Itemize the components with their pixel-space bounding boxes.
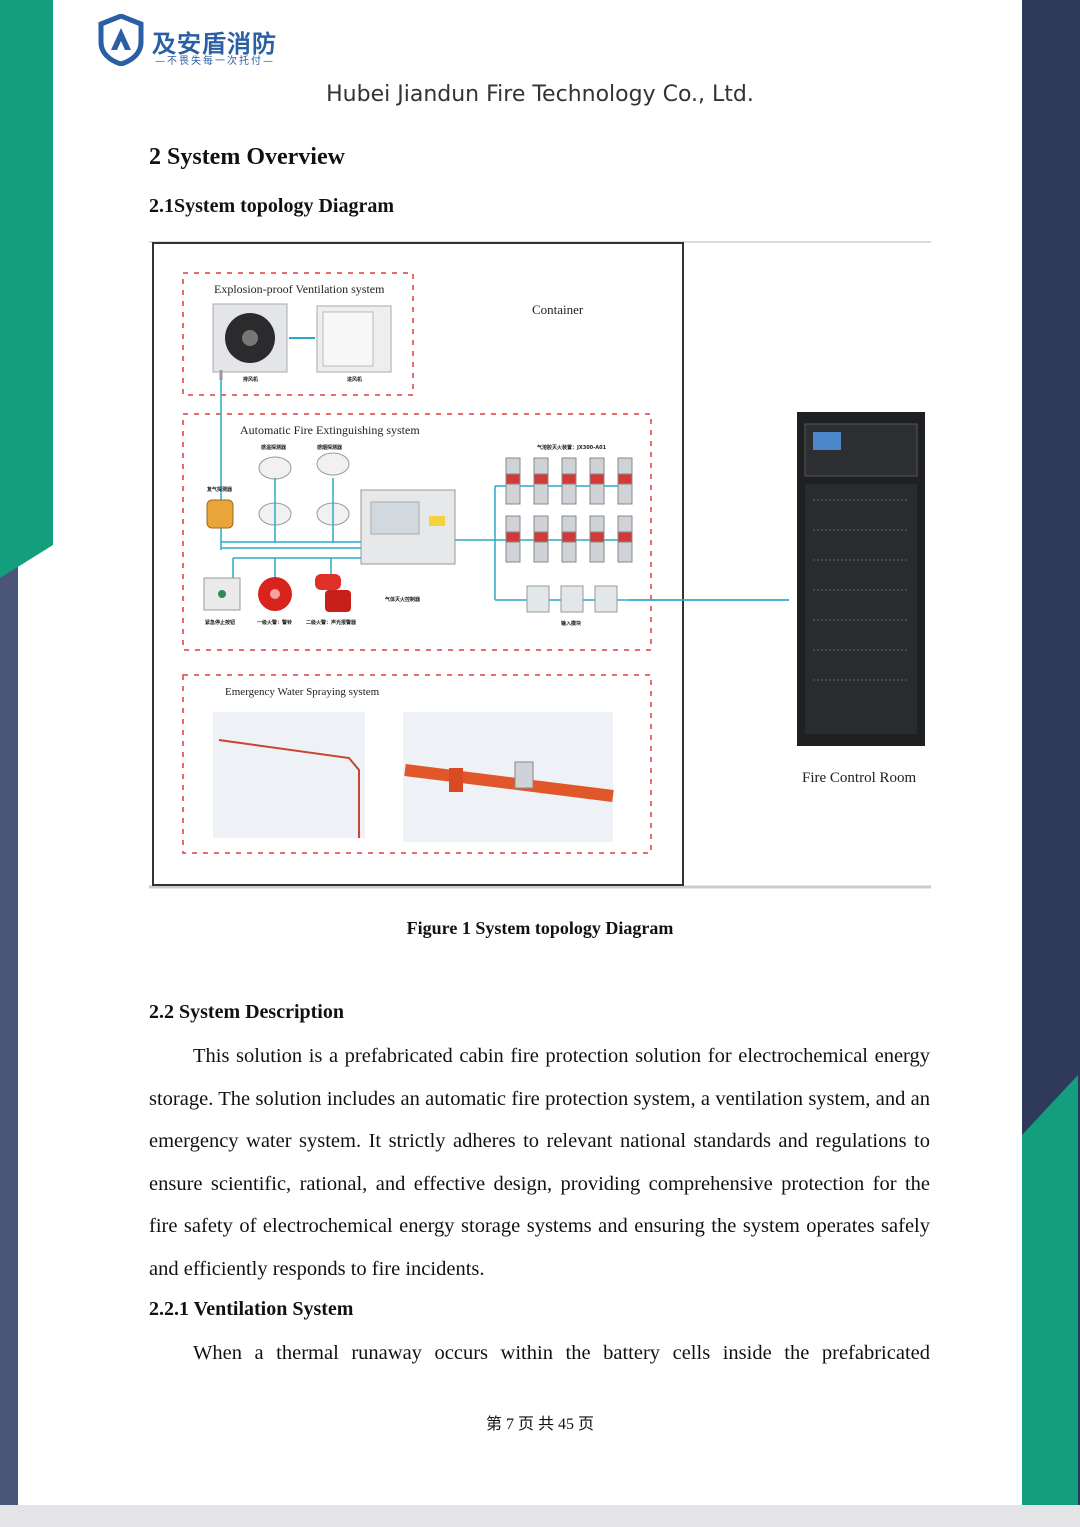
emergency-stop-label: 紧急停止按钮 [205,620,236,626]
company-name: Hubei Jiandun Fire Technology Co., Ltd. [326,82,754,107]
ventilation-system-label: Explosion-proof Ventilation system [214,282,385,296]
section-title: 2 System Overview [149,144,345,170]
subsection-topology-title: 2.1System topology Diagram [149,195,394,217]
logo-wordmark: 及安盾消防 [152,30,277,58]
temperature-detector-icons [258,456,292,526]
sprinkler-pipe-image-2 [403,712,614,842]
gas-detector-label: 复气探测器 [207,487,233,493]
exhaust-fan-label: 排风机 [243,377,259,383]
container-label: Container [532,302,584,317]
fire-control-panel-icon [360,489,456,565]
page-number: 第 7 页 共 45 页 [485,1416,594,1433]
description-paragraph: This solution is a prefabricated cabin f… [149,1045,930,1280]
shield-logo-icon [98,14,144,66]
right-decor-band [1022,0,1080,1527]
intake-fan-icon [316,305,392,373]
strobe-alarm-label: 二级火警：声光报警器 [306,620,357,626]
logo-slogan: —不畏失每一次托付— [155,56,275,67]
description-title: 2.2 System Description [149,1001,344,1023]
alarm-bell-icon [258,577,292,611]
bottom-decor-band [0,1505,1080,1527]
ventilation-title: 2.2.1 Ventilation System [149,1298,354,1320]
smoke-detector-icons [316,452,350,526]
fire-control-room-label: Fire Control Room [802,770,917,786]
exhaust-fan-icon [212,303,288,380]
input-module-label: 输入模块 [561,621,582,627]
input-module-icons [526,585,618,613]
fire-control-cabinet-icon [797,412,925,746]
strobe-alarm-icon [315,574,351,612]
auto-fire-system-label: Automatic Fire Extinguishing system [240,423,420,437]
alarm-bell-label: 一级火警：警铃 [257,620,293,626]
extinguisher-device-label: 气溶胶灭火装置：JX300-A01 [537,445,607,451]
figure-caption: Figure 1 System topology Diagram [406,918,674,938]
sprinkler-pipe-image-1 [213,712,365,838]
intake-fan-label: 进风机 [347,377,363,383]
left-teal-band [0,0,53,578]
ventilation-paragraph: When a thermal runaway occurs within the… [193,1342,930,1364]
smoke-detector-label: 感烟探测器 [317,445,343,451]
temperature-detector-label: 感温探测器 [261,445,287,451]
topology-diagram: Explosion-proof Ventilation system Conta… [149,240,931,890]
emergency-stop-button-icon [203,577,241,611]
aerosol-extinguisher-icons [505,457,633,563]
gas-detector-icon [206,499,234,529]
water-spraying-label: Emergency Water Spraying system [225,686,380,698]
control-panel-label: 气体灭火控制器 [385,597,421,603]
